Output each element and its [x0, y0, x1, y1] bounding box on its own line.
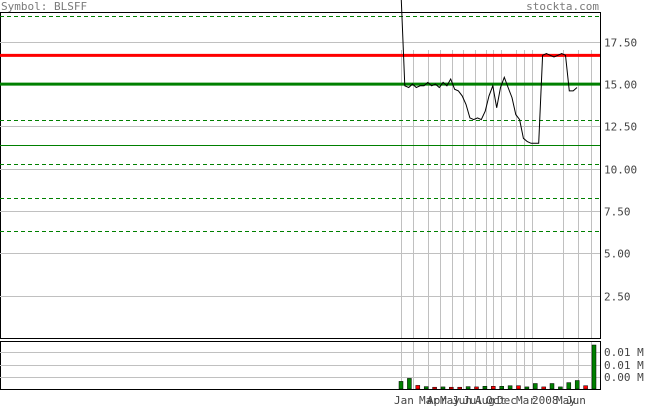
x-tick-label: Oct [486, 394, 506, 406]
price-series-line [400, 0, 578, 144]
site-label: stockta.com [526, 0, 599, 13]
volume-bar [423, 386, 429, 390]
volume-bar [407, 378, 412, 390]
price-y-tick-label: 2.50 [604, 291, 631, 304]
volume-bar [482, 386, 488, 390]
volume-y-tick-label: 0.01 M [604, 359, 644, 372]
volume-bar [591, 344, 597, 390]
volume-bar [449, 386, 454, 390]
volume-bar [457, 386, 462, 390]
x-tick-label: Aug [475, 394, 495, 406]
x-tick-label: Jun [566, 394, 586, 406]
volume-bar [516, 385, 521, 390]
price-y-tick-label: 5.00 [604, 248, 631, 261]
volume-bar [440, 386, 446, 390]
price-y-tick-label: 15.00 [604, 79, 637, 92]
x-tick-label: May [556, 394, 576, 406]
volume-bar [533, 383, 538, 390]
volume-bar [583, 385, 588, 390]
x-tick-label: Apr [427, 394, 447, 406]
volume-bar [415, 385, 421, 390]
price-y-tick-label: 12.50 [604, 121, 637, 134]
volume-y-tick-label: 0.00 M [604, 371, 644, 384]
x-tick-label: Jun [452, 394, 472, 406]
volume-bar [491, 386, 496, 390]
volume-bar [499, 386, 504, 390]
volume-bar [574, 380, 580, 390]
volume-bar [566, 382, 572, 390]
x-tick-label: 2008 [532, 394, 559, 406]
volume-bar [558, 386, 563, 390]
x-tick-label: Jan [394, 394, 414, 406]
x-tick-label: Dec [497, 394, 517, 406]
price-y-tick-label: 10.00 [604, 164, 637, 177]
price-y-tick-label: 7.50 [604, 206, 631, 219]
volume-bar [549, 383, 555, 390]
volume-y-tick-label: 0.01 M [604, 346, 644, 359]
x-tick-label: Jul [463, 394, 483, 406]
volume-bar [465, 386, 471, 390]
x-tick-label: Mar [516, 394, 536, 406]
chart-symbol-label: Symbol: BLSFF [1, 0, 88, 13]
volume-bar [524, 386, 530, 390]
price-y-tick-label: 17.50 [604, 37, 637, 50]
volume-bar [432, 386, 437, 390]
price-panel-frame [0, 12, 601, 339]
volume-bar [541, 386, 546, 390]
x-tick-label: May [440, 394, 460, 406]
volume-bar [507, 385, 513, 390]
volume-bar [474, 386, 479, 390]
volume-bar [398, 381, 404, 390]
x-tick-label: Mar [419, 394, 439, 406]
